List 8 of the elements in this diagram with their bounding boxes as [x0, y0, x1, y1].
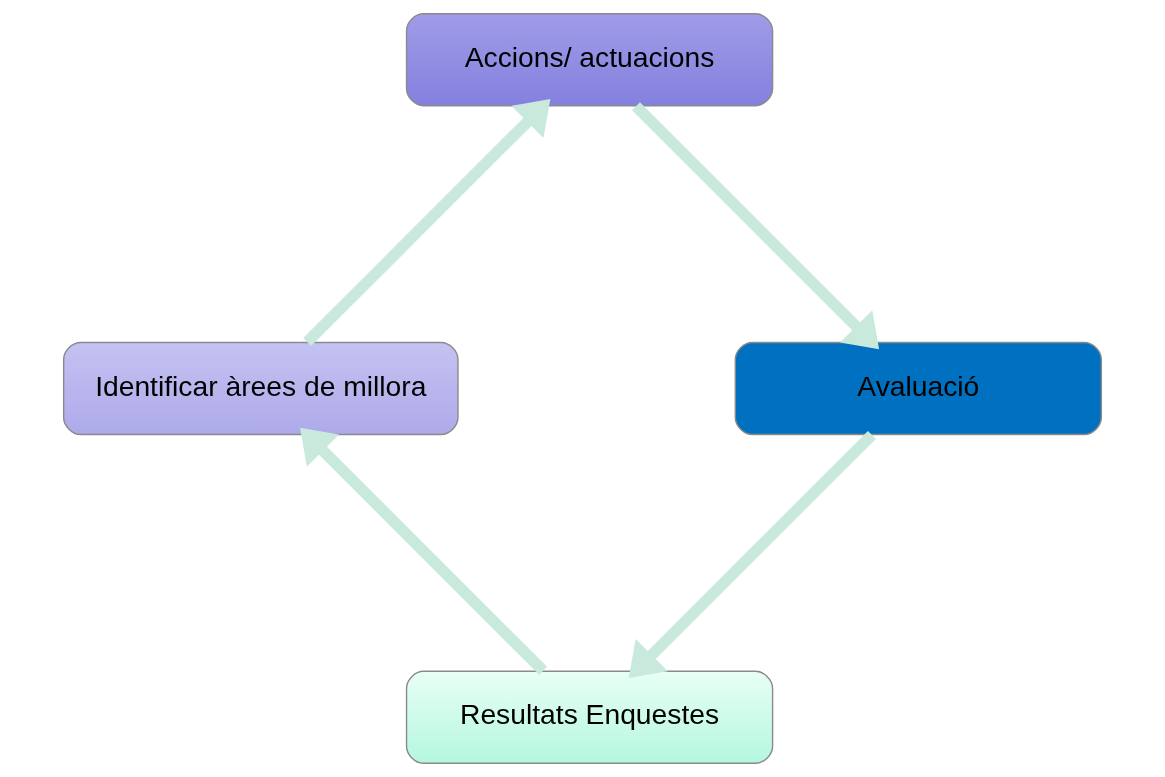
node-box: Accions/ actuacions [405, 13, 774, 107]
node-box: Resultats Enquestes [405, 670, 774, 764]
node-box: Identificar àrees de millora [62, 341, 459, 436]
arrow [632, 102, 880, 350]
arrow [628, 430, 876, 679]
arrow [300, 427, 548, 675]
node-box: Avaluació [734, 341, 1103, 436]
arrow [303, 98, 551, 347]
